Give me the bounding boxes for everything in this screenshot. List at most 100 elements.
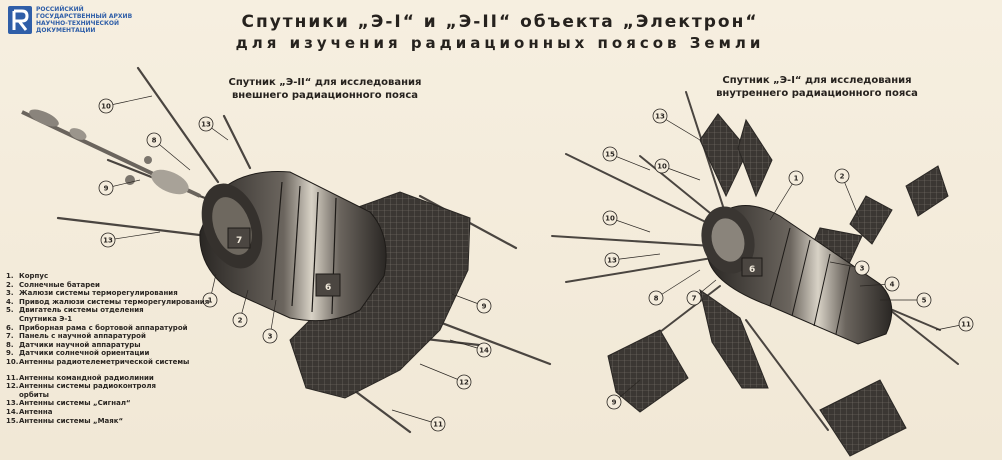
callout-leader xyxy=(419,363,465,383)
legend-item-text: Приборная рама с бортовой аппаратурой xyxy=(19,323,188,332)
legend-item: 4.Привод жалюзи системы терморегулирован… xyxy=(6,298,209,307)
legend-item-text: Антенны системы „Маяк“ xyxy=(19,416,124,425)
callout-circle xyxy=(884,276,900,292)
legend-item-number: 15. xyxy=(6,416,19,425)
legend-item-number: 1. xyxy=(6,272,14,280)
callout-circle xyxy=(146,132,162,148)
callout-leader xyxy=(153,139,191,171)
legend-item: 2. Солнечные батареи xyxy=(6,281,196,290)
callout-label: 12 xyxy=(459,379,469,387)
legend-item-text: Антенны командной радиолинии xyxy=(19,373,154,382)
callout-label: 1 xyxy=(794,175,799,183)
callout-circle xyxy=(476,342,492,358)
callout-circle xyxy=(652,108,668,124)
callout-label: 13 xyxy=(655,113,665,121)
legend-item-text: Антенны системы радиоконтроля xyxy=(19,382,156,391)
callout-label: 5 xyxy=(922,297,927,305)
poster-title: Спутники „Э-I“ и „Э-II“ объекта „Электро… xyxy=(241,12,759,32)
logo-line: НАУЧНО-ТЕХНИЧЕСКОЙ xyxy=(36,20,119,27)
caption-line: внутреннего радиационного пояса xyxy=(716,88,918,99)
legend-item: Спутника Э-1 xyxy=(6,315,196,324)
legend-item-number: 3. xyxy=(6,289,14,298)
label-6-right: 6 xyxy=(749,265,755,275)
satellite-e2: 7 6 xyxy=(21,66,552,434)
legend-item-number: 14. xyxy=(6,407,19,416)
caption-line: Спутник „Э-I“ для исследования xyxy=(722,75,912,86)
poster-subtitle: для изучения радиационных поясов Земли xyxy=(235,34,765,52)
legend-item: 8. Датчики научной аппаратуры xyxy=(6,341,196,350)
legend-item-number: 6. xyxy=(6,323,14,332)
archive-logo-text: РОССИЙСКИЙ ГОСУДАРСТВЕННЫЙ АРХИВ НАУЧНО-… xyxy=(36,6,132,34)
callout-label: 10 xyxy=(605,215,615,223)
legend-item-text: Антенна xyxy=(19,407,53,416)
callout-circle xyxy=(602,146,618,162)
legend-item-text: Солнечные батареи xyxy=(19,280,100,289)
callout-circle xyxy=(476,298,492,314)
legend-item: 15.Антенны системы „Маяк“ xyxy=(6,417,196,426)
caption-line: Спутник „Э-II“ для исследования xyxy=(228,77,422,88)
callout-leader xyxy=(659,115,701,141)
callout-label: 8 xyxy=(654,295,659,303)
callout-circle xyxy=(834,168,850,184)
logo-line: ДОКУМЕНТАЦИИ xyxy=(36,27,96,34)
legend-item-text: Датчики солнечной ориентации xyxy=(19,349,150,358)
legend-item-text: Привод жалюзи системы терморегулирования xyxy=(19,297,210,306)
legend-item-text: Датчики научной аппаратуры xyxy=(19,340,141,349)
callout-leader xyxy=(841,175,861,221)
legend-item: 5.Двигатель системы отделения xyxy=(6,306,196,315)
callout-circle xyxy=(648,290,664,306)
callout-circle xyxy=(788,170,804,186)
callout-label: 8 xyxy=(152,137,157,145)
satellite-e1: 6 xyxy=(551,91,959,457)
callout-circle xyxy=(232,312,248,328)
callout-label: 3 xyxy=(860,265,865,273)
callout-leader xyxy=(611,253,661,261)
callout-circle xyxy=(456,374,472,390)
legend-item: 11.Антенны командной радиолинии xyxy=(6,374,196,383)
callout-label: 13 xyxy=(103,237,113,245)
legend-item: 9. Датчики солнечной ориентации xyxy=(6,349,196,358)
callout-circle xyxy=(854,260,870,276)
callout-label: 9 xyxy=(482,303,487,311)
callout-circle xyxy=(958,316,974,332)
callout-label: 11 xyxy=(961,321,971,329)
callout-label: 10 xyxy=(101,103,111,111)
left-satellite-caption: Спутник „Э-II“ для исследования внешнего… xyxy=(220,76,430,102)
callout-label: 9 xyxy=(104,185,109,193)
callout-circle xyxy=(262,328,278,344)
callout-label: 11 xyxy=(433,421,443,429)
legend-item: 10.Антенны радиотелеметрической системы xyxy=(6,358,196,367)
legend-item-number: 5. xyxy=(6,306,14,315)
legend-item-number: 13. xyxy=(6,399,19,408)
callout-label: 7 xyxy=(692,295,697,303)
callout-label: 15 xyxy=(605,151,615,159)
callout-circle xyxy=(98,98,114,114)
legend-item: 7.Панель с научной аппаратурой xyxy=(6,332,196,341)
callout-label: 13 xyxy=(201,121,211,129)
archive-logo: РОССИЙСКИЙ ГОСУДАРСТВЕННЫЙ АРХИВ НАУЧНО-… xyxy=(8,6,132,46)
legend-item-text: Антенны системы „Сигнал“ xyxy=(19,399,131,408)
legend-item: 1.Корпус xyxy=(6,272,196,281)
legend-item-number: 8. xyxy=(6,340,14,349)
callout-leader xyxy=(105,95,153,107)
legend-item-number: 2. xyxy=(6,280,14,289)
legend-item-number: 10. xyxy=(6,357,19,366)
callout-label: 13 xyxy=(607,257,617,265)
legend-item-number: 9. xyxy=(6,349,14,358)
callout-circle xyxy=(202,292,218,308)
label-7-left: 7 xyxy=(236,236,242,246)
callout-leader xyxy=(391,409,439,425)
callout-label: 2 xyxy=(840,173,845,181)
callout-circle xyxy=(430,416,446,432)
callout-circle xyxy=(686,290,702,306)
archive-logo-mark xyxy=(8,6,32,34)
callout-leader xyxy=(769,177,797,221)
callout-circle xyxy=(654,158,670,174)
callout-leader xyxy=(655,269,701,299)
callout-label: 4 xyxy=(890,281,895,289)
